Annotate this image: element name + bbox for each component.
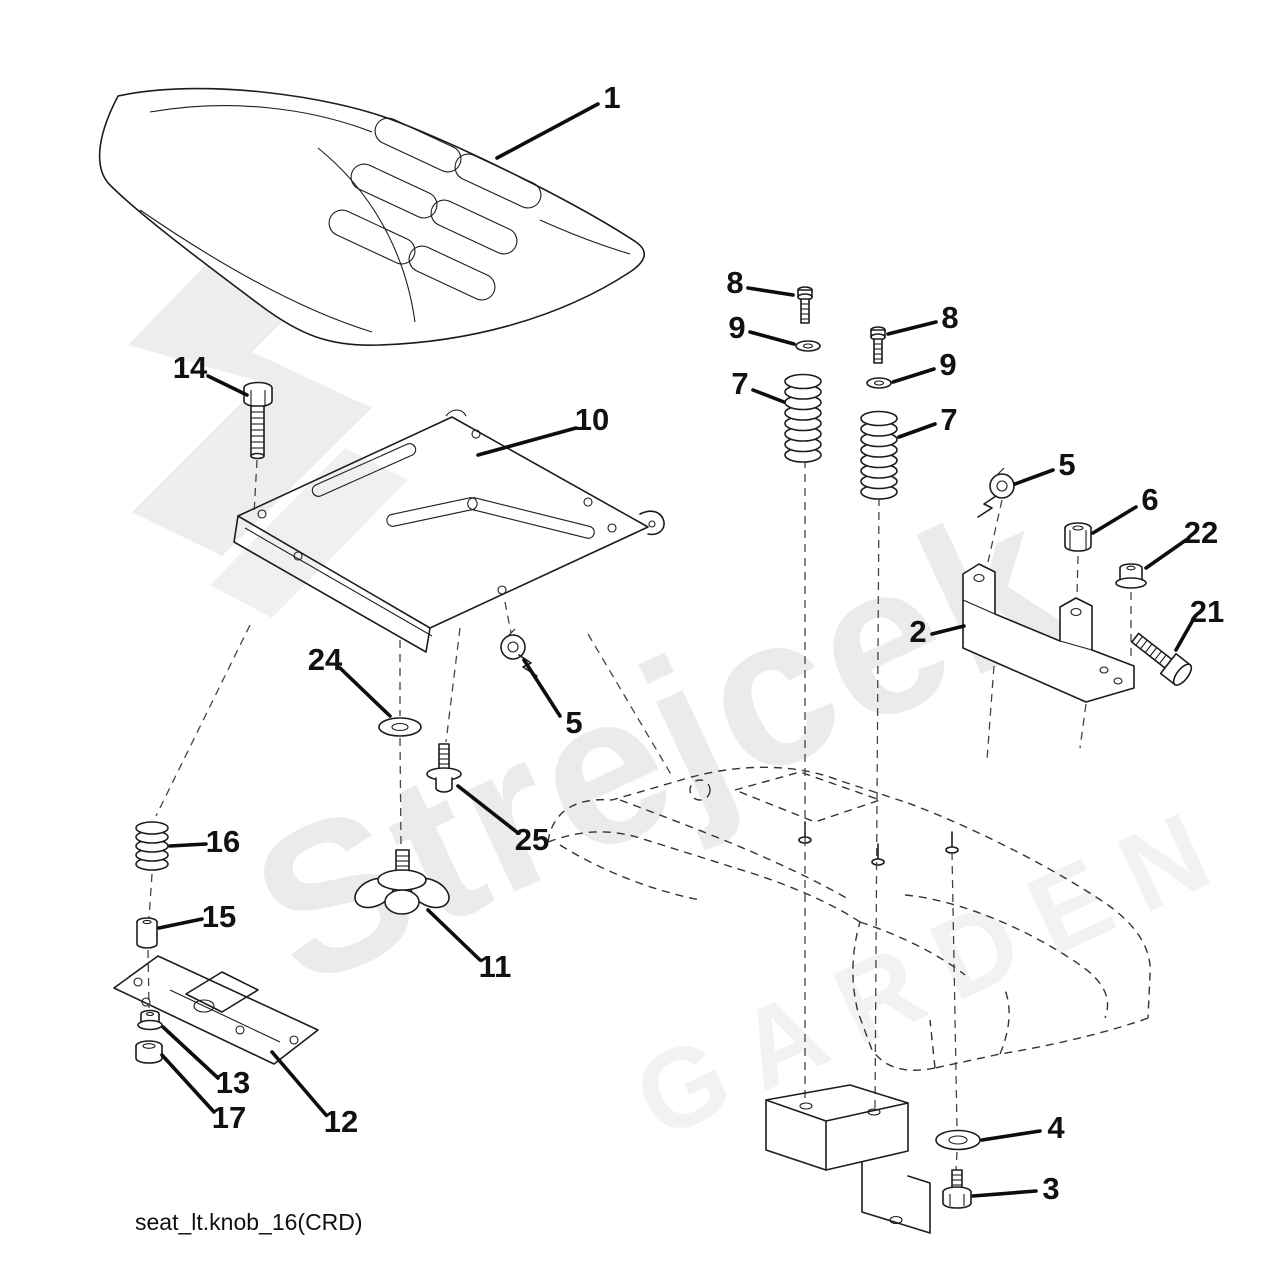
cap-nut (135, 1040, 163, 1064)
fender-mounting-studs (798, 821, 959, 866)
flange-nut (1115, 563, 1147, 589)
washer-left (795, 340, 821, 352)
callout-label-washer9-right: 9 (939, 347, 956, 382)
flat-washer-24 (378, 717, 422, 737)
callout-label-nut22: 22 (1184, 515, 1218, 550)
callout-label-screw8-left: 8 (726, 265, 743, 300)
callout-label-clip5-right: 5 (1058, 447, 1075, 482)
screw-left (797, 286, 813, 324)
callout-label-bolt3: 3 (1042, 1171, 1059, 1206)
callout-label-plate12: 12 (324, 1104, 358, 1139)
hex-bolt-3 (942, 1169, 972, 1209)
callout-label-nut6: 6 (1141, 482, 1158, 517)
fender-dashed-outline (547, 766, 1151, 1071)
callout-label-spring7-left: 7 (731, 366, 748, 401)
callout-label-washer9-left: 9 (728, 310, 745, 345)
seat-pan (233, 409, 665, 653)
callout-label-screw25: 25 (515, 822, 549, 857)
callout-label-seat: 1 (603, 80, 620, 115)
callout-label-bushing15: 15 (202, 899, 236, 934)
flange-nut-13 (137, 1009, 163, 1031)
callout-label-spring7-right: 7 (940, 402, 957, 437)
carriage-bolt (243, 381, 273, 460)
spring-left (784, 373, 822, 463)
bushing (136, 917, 158, 949)
watermark-logo-2 (210, 448, 408, 618)
lock-nut (1064, 522, 1092, 552)
adjustment-knob (354, 849, 450, 915)
callout-label-bracket2: 2 (909, 614, 926, 649)
diagram-caption: seat_lt.knob_16(CRD) (135, 1209, 363, 1235)
shoulder-screw (426, 743, 462, 793)
hex-bolt-21 (1131, 632, 1193, 686)
seat-bracket (962, 563, 1135, 703)
callout-labels: 1 14 10 8 9 7 8 9 7 5 6 22 21 2 24 5 25 … (173, 80, 1224, 1206)
flat-washer-4 (935, 1129, 981, 1151)
seat (98, 87, 646, 347)
screw-right (870, 326, 886, 364)
callout-label-cap17: 17 (212, 1100, 246, 1135)
callout-label-pan: 10 (575, 402, 609, 437)
retainer-clip-right (977, 467, 1015, 518)
assembly-guide-lines (147, 459, 1132, 1171)
callout-label-washer4: 4 (1047, 1110, 1065, 1145)
bracket-plate (113, 955, 319, 1065)
callout-leader-lines (157, 102, 1195, 1198)
fender-support-bracket (765, 1084, 931, 1234)
callout-label-clip5-left: 5 (565, 705, 582, 740)
callout-label-washer24: 24 (308, 642, 343, 677)
spring-right (860, 410, 898, 500)
washer-right (866, 377, 892, 389)
callout-label-bolt14: 14 (173, 350, 208, 385)
callout-label-knob11: 11 (479, 949, 512, 984)
callout-label-nut13: 13 (216, 1065, 250, 1100)
callout-label-screw8-right: 8 (941, 300, 958, 335)
small-spring (135, 821, 169, 871)
callout-label-bolt21: 21 (1190, 594, 1224, 629)
callout-label-spring16: 16 (206, 824, 240, 859)
